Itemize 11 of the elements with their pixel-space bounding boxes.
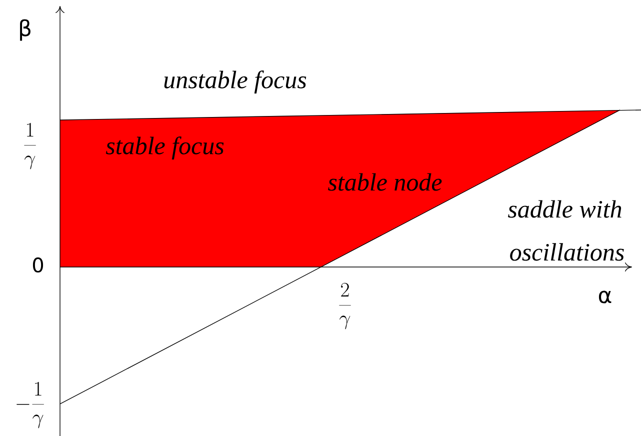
region-label: stable focus: [106, 136, 224, 160]
region-label: stable node: [328, 173, 442, 191]
axis-label: β: [20, 19, 30, 41]
tick-label: $\frac{2}{\gamma}$: [339, 282, 351, 330]
tick-label: $\frac{1}{\gamma}$: [24, 122, 36, 170]
axis-label: α: [598, 290, 612, 304]
region-label: oscillations: [510, 243, 624, 261]
region-label: unstable focus: [164, 70, 306, 94]
tick-label: 0: [32, 257, 44, 273]
tick-label: $-\frac{1}{\gamma}$: [16, 382, 44, 428]
region-label: saddle with: [508, 200, 622, 218]
